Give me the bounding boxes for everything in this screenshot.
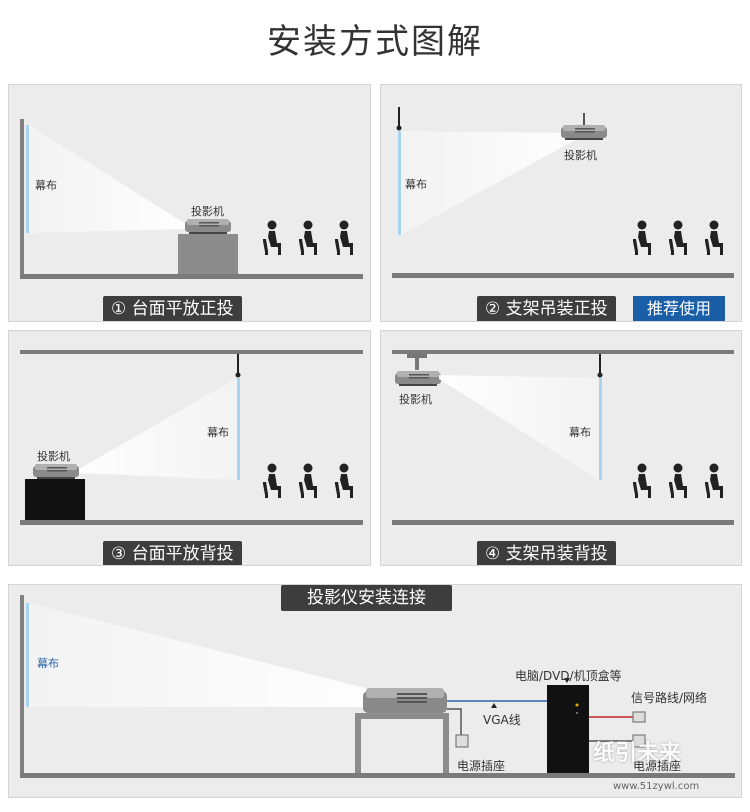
power-outlet-label-2: 电源插座 — [633, 759, 682, 773]
panel-ceiling-front: 幕布 投影机 ② 支架吊装正投 推荐使用 — [380, 84, 742, 322]
screen-label: 幕布 — [405, 178, 427, 191]
connection-illustration — [20, 595, 735, 778]
panel-connection: 投影仪安装连接 幕布 电脑/DVD/机顶盒等 信号路线/网络 VGA线 电源插座… — [8, 584, 742, 798]
page-title: 安装方式图解 — [267, 22, 483, 62]
panel-ceiling-rear: 投影机 幕布 ④ 支架吊装背投 — [380, 330, 742, 566]
screen-label: 幕布 — [37, 657, 59, 670]
vga-label: VGA线 — [483, 713, 521, 727]
watermark-url: www.51zywl.com — [613, 781, 700, 792]
panel-caption: ④ 支架吊装背投 — [477, 541, 616, 565]
panel-2-illustration — [392, 107, 734, 278]
panel-1-illustration — [20, 119, 363, 279]
signal-label: 信号路线/网络 — [631, 691, 708, 705]
panel-3-illustration — [20, 350, 363, 525]
watermark-logo: 纸引未来 — [593, 741, 682, 766]
screen-label: 幕布 — [569, 426, 591, 439]
projector-label: 投影机 — [191, 205, 224, 218]
screen-label: 幕布 — [35, 179, 57, 192]
panel-table-front: 幕布 投影机 ① 台面平放正投 — [8, 84, 371, 322]
panel-caption: ① 台面平放正投 — [103, 296, 242, 321]
power-outlet-label: 电源插座 — [457, 759, 506, 773]
projector-label: 投影机 — [399, 393, 432, 406]
panel-caption: ③ 台面平放背投 — [103, 541, 242, 565]
panel-4-illustration — [392, 350, 734, 525]
panel-caption: ② 支架吊装正投 — [477, 296, 616, 321]
connection-heading: 投影仪安装连接 — [281, 585, 452, 611]
computer-label: 电脑/DVD/机顶盒等 — [515, 669, 622, 683]
recommended-badge: 推荐使用 — [633, 296, 726, 321]
panel-table-rear: 幕布 投影机 ③ 台面平放背投 — [8, 330, 371, 566]
projector-label: 投影机 — [37, 450, 70, 463]
screen-label: 幕布 — [207, 426, 229, 439]
projector-label: 投影机 — [564, 149, 597, 162]
